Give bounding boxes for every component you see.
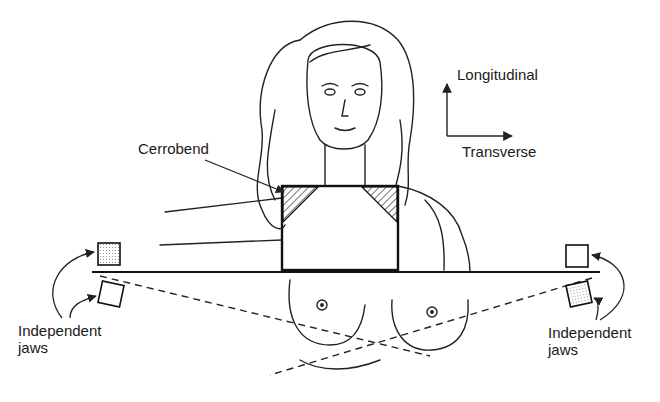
material-label: Cerrobend (138, 140, 228, 157)
axis-label: Longitudinal (457, 66, 567, 83)
axis-label: Transverse (462, 143, 562, 160)
jaw-label: Independent jaws (548, 324, 638, 359)
jaw-label: Independent jaws (18, 322, 108, 357)
